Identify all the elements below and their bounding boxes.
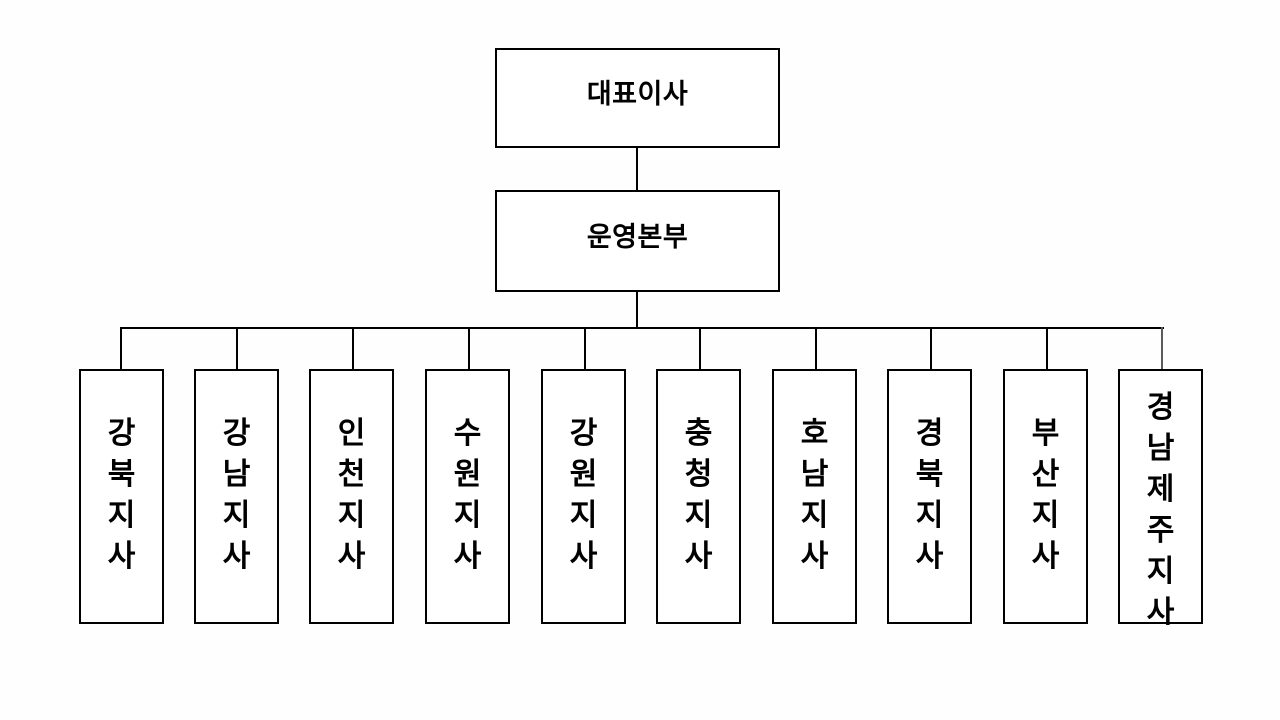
node-branch-gyeongbuk[interactable]: 경북지사 [887,369,972,624]
drop-line-branch-1 [120,327,122,369]
node-operations-hq[interactable]: 운영본부 [495,190,780,292]
drop-line-branch-8 [930,327,932,369]
connector-operations-to-bus [636,292,638,327]
node-ceo[interactable]: 대표이사 [495,48,780,148]
node-branch-gangbuk-label: 강북지사 [107,416,136,574]
node-branch-busan[interactable]: 부산지사 [1003,369,1088,624]
connector-ceo-to-operations [636,148,638,190]
node-branch-gangnam-label: 강남지사 [222,416,251,574]
node-branch-suwon[interactable]: 수원지사 [425,369,510,624]
node-branch-busan-label: 부산지사 [1031,416,1060,574]
node-branch-incheon-label: 인천지사 [337,416,366,574]
node-branch-gangwon[interactable]: 강원지사 [541,369,626,624]
node-branch-gangwon-label: 강원지사 [569,416,598,574]
drop-line-branch-7 [815,327,817,369]
drop-line-branch-3 [352,327,354,369]
node-branch-chungcheong[interactable]: 충청지사 [656,369,741,624]
node-branch-gyeongnam-jeju-label: 경남제주지사 [1146,390,1175,630]
node-branch-suwon-label: 수원지사 [453,416,482,574]
node-branch-gangbuk[interactable]: 강북지사 [79,369,164,624]
branch-bus-line [121,327,1164,329]
drop-line-branch-6 [699,327,701,369]
drop-line-branch-2 [236,327,238,369]
node-ceo-label: 대표이사 [586,78,689,110]
node-branch-honam-label: 호남지사 [800,416,829,574]
node-branch-chungcheong-label: 충청지사 [684,416,713,574]
drop-line-branch-5 [584,327,586,369]
node-operations-hq-label: 운영본부 [586,221,689,253]
node-branch-gyeongbuk-label: 경북지사 [915,416,944,574]
drop-line-branch-4 [468,327,470,369]
node-branch-gangnam[interactable]: 강남지사 [194,369,279,624]
node-branch-gyeongnam-jeju[interactable]: 경남제주지사 [1118,369,1203,630]
node-branch-incheon[interactable]: 인천지사 [309,369,394,624]
node-branch-honam[interactable]: 호남지사 [772,369,857,624]
drop-line-branch-9 [1046,327,1048,369]
drop-line-branch-10 [1161,327,1163,369]
